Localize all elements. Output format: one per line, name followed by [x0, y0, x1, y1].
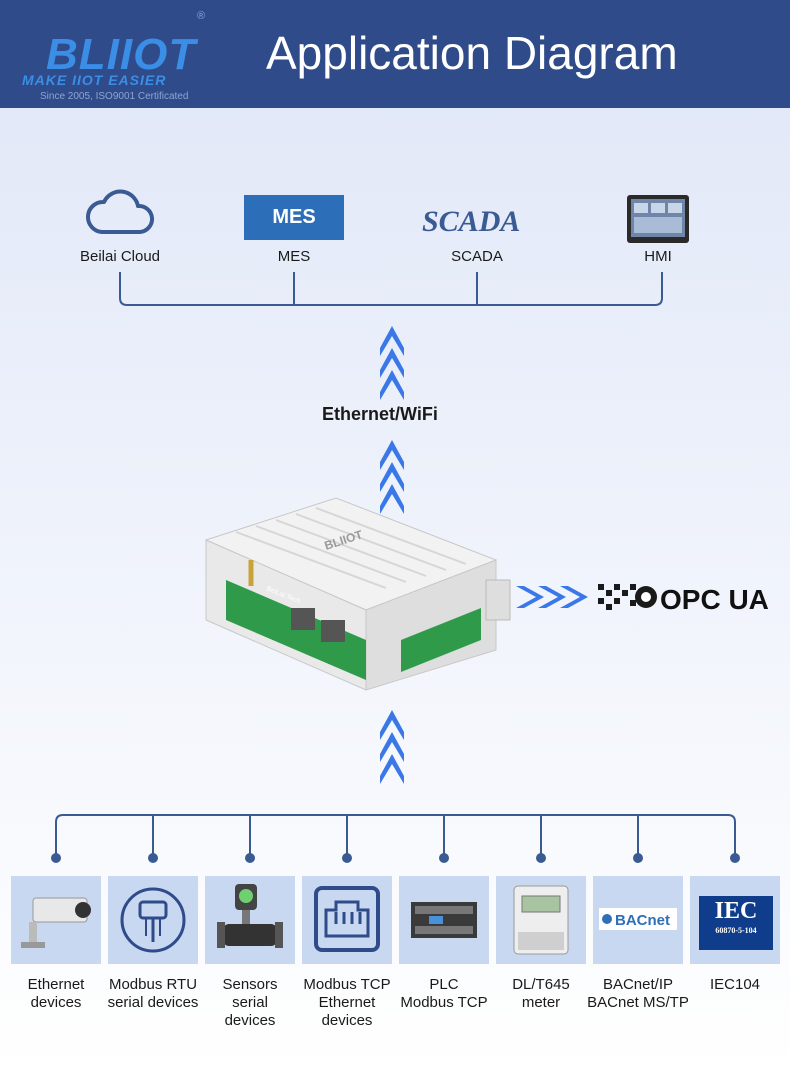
- label-iec104: IEC104: [709, 976, 761, 993]
- mes-icon: MES: [244, 195, 344, 240]
- iec-logo-icon: IEC 60870-5-104: [699, 896, 773, 950]
- bacnet-logo-icon: BACnet: [599, 908, 677, 930]
- power-meter-icon: [513, 885, 569, 955]
- page-title: Application Diagram: [266, 27, 678, 79]
- opcua-logo-icon: [598, 584, 657, 610]
- label-mes: MES: [277, 248, 311, 265]
- hmi-screen-icon: [627, 195, 689, 243]
- ethernet-port-icon: [314, 886, 380, 952]
- tile-modbus-rtu: [108, 876, 198, 964]
- iec-logo-subtext: 60870-5-104: [715, 926, 757, 935]
- iec-logo-text: IEC: [714, 898, 758, 924]
- top-bus-line: [119, 272, 663, 306]
- camera-icon: [21, 897, 91, 948]
- header-banner: BLIIOT ® MAKE IIOT EASIER Since 2005, IS…: [0, 0, 790, 108]
- right-arrows: [516, 586, 588, 608]
- flowmeter-icon: [217, 884, 283, 948]
- label-beilai-cloud: Beilai Cloud: [79, 248, 161, 265]
- serial-port-icon: [120, 887, 186, 953]
- tile-bacnet: BACnet: [593, 876, 683, 964]
- tile-modbus-tcp: [302, 876, 392, 964]
- scada-icon: SCADA: [422, 205, 521, 238]
- tile-sensors: [205, 876, 295, 964]
- label-scada: SCADA: [451, 248, 503, 265]
- up-arrows: [380, 326, 404, 784]
- tile-plc: [399, 876, 489, 964]
- logo-subtitle: Since 2005, ISO9001 Certificated: [40, 91, 189, 102]
- label-hmi: HMI: [644, 248, 672, 265]
- logo-tagline: MAKE IIOT EASIER: [22, 72, 167, 88]
- company-logo: BLIIOT: [46, 30, 197, 79]
- gateway-device: BLIIOT BeiLai Tech: [204, 497, 511, 691]
- bottom-bus-line: [55, 814, 736, 858]
- registered-mark: ®: [197, 10, 206, 22]
- tile-ethernet-devices: [11, 876, 101, 964]
- opcua-text: OPC UA: [660, 584, 769, 615]
- tile-meter: [496, 876, 586, 964]
- plc-icon: [411, 902, 477, 938]
- cloud-icon: [85, 189, 154, 234]
- bacnet-logo-text: BACnet: [615, 912, 670, 929]
- ethernet-wifi-label: Ethernet/WiFi: [322, 404, 438, 424]
